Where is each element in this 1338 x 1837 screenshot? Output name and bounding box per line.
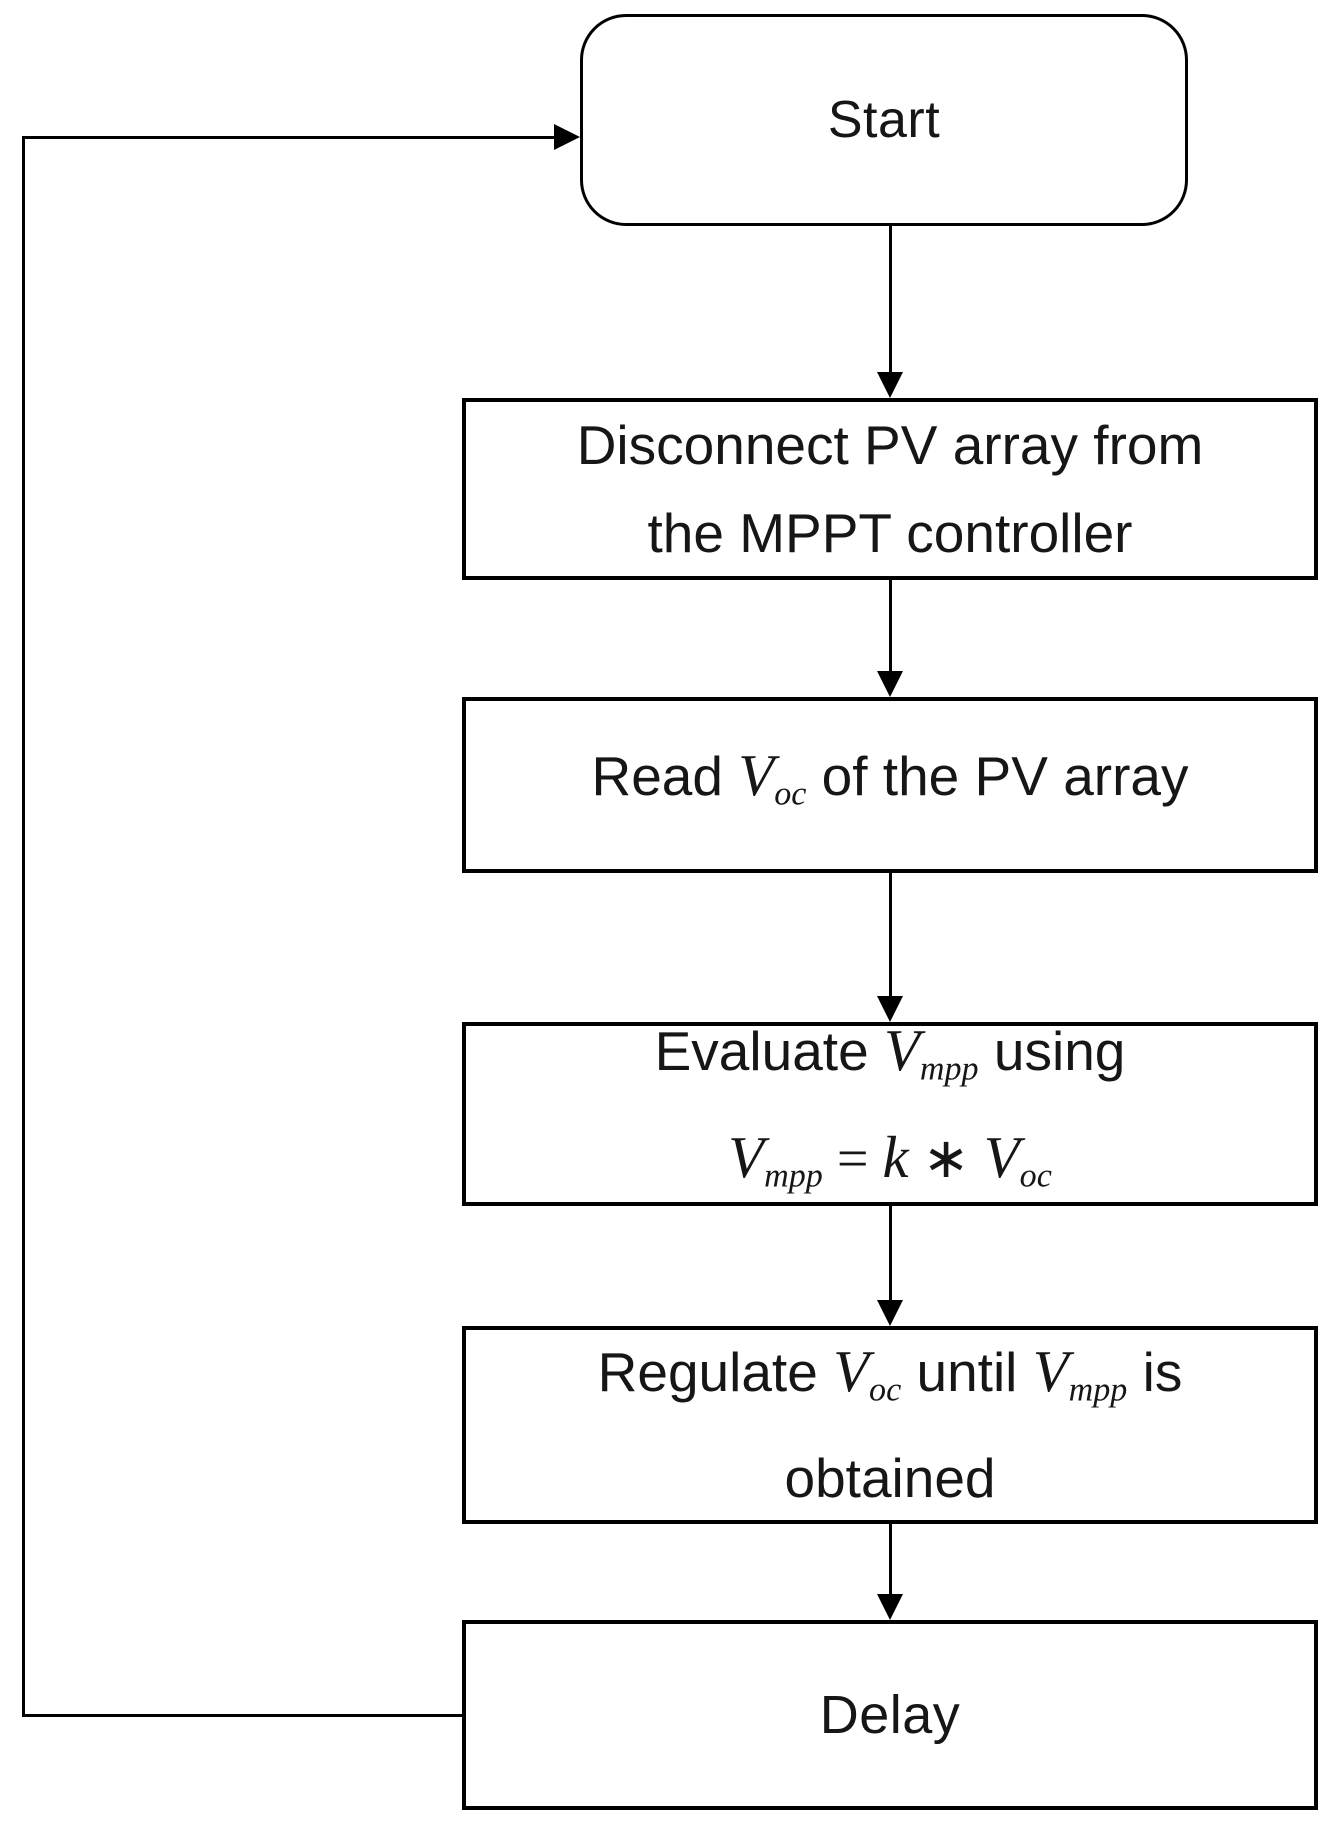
arrowhead-evaluate-to-regulate-icon — [877, 1300, 903, 1326]
flow-node-regulate: Regulate Voc until Vmpp is obtained — [462, 1326, 1318, 1524]
arrowhead-disconnect-to-read-icon — [877, 671, 903, 697]
connector-disconnect-to-read — [889, 580, 892, 672]
arrowhead-read-to-evaluate-icon — [877, 996, 903, 1022]
flow-node-text-line: the MPPT controller — [647, 502, 1133, 564]
loop-left-segment — [22, 136, 25, 1717]
arrowhead-delay-to-start-icon — [554, 124, 580, 150]
flow-node-read-voc: Read Voc of the PV array — [462, 697, 1318, 873]
connector-regulate-to-delay — [889, 1524, 892, 1595]
flow-node-text-line: Evaluate Vmpp using — [654, 1018, 1126, 1088]
arrowhead-regulate-to-delay-icon — [877, 1594, 903, 1620]
flow-node-text-line: Regulate Voc until Vmpp is — [597, 1338, 1183, 1409]
flow-node-start-label: Start — [827, 91, 941, 149]
loop-top-segment — [22, 136, 556, 139]
loop-bottom-segment — [22, 1714, 462, 1717]
connector-read-to-evaluate — [889, 873, 892, 997]
flow-node-disconnect: Disconnect PV array from the MPPT control… — [462, 398, 1318, 580]
flow-node-delay-label: Delay — [819, 1685, 961, 1745]
flow-node-text-line: Disconnect PV array from — [576, 414, 1204, 476]
arrowhead-start-to-disconnect-icon — [877, 372, 903, 398]
flow-node-delay: Delay — [462, 1620, 1318, 1810]
flow-node-text-line: Vmpp = k ∗ Voc — [728, 1125, 1052, 1195]
flow-node-start: Start — [580, 14, 1188, 226]
flow-node-text-line: Read Voc of the PV array — [591, 742, 1189, 813]
connector-evaluate-to-regulate — [889, 1206, 892, 1301]
flow-node-text-line: obtained — [784, 1447, 996, 1510]
connector-start-to-disconnect — [889, 226, 892, 373]
